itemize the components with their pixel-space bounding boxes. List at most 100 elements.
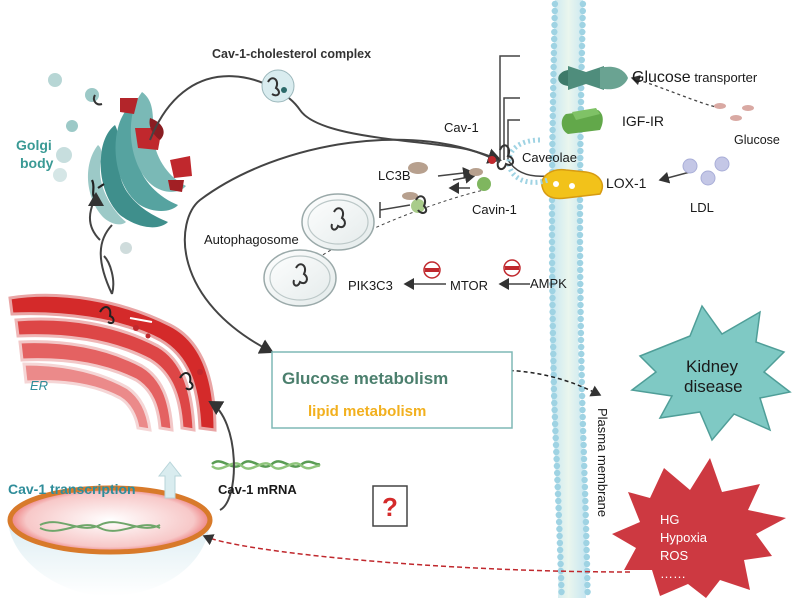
membrane-bead [583, 539, 590, 547]
stress-label-hypoxia: Hypoxia [660, 530, 708, 545]
membrane-bead [583, 560, 591, 568]
membrane-bead [556, 532, 563, 540]
membrane-bead [577, 280, 584, 288]
ampk-inhibit-symbol [503, 259, 521, 277]
igf-ir-receptor [561, 108, 603, 134]
membrane-bead [554, 483, 561, 491]
membrane-bead [551, 7, 558, 15]
membrane-bead [576, 217, 584, 225]
membrane-bead [580, 455, 588, 463]
membrane-bead [553, 455, 560, 463]
question-box [372, 485, 408, 527]
membrane-bead [577, 301, 584, 309]
cav1-mrna-label: Cav-1 mRNA [218, 482, 297, 497]
pik3c3-label: PIK3C3 [348, 278, 393, 293]
membrane-bead [578, 392, 586, 400]
membrane-bead [556, 539, 564, 547]
membrane-bead [580, 448, 587, 456]
membrane-bead [579, 35, 586, 43]
membrane-bead [581, 469, 588, 477]
membrane-bead [580, 434, 587, 442]
membrane-bead [548, 203, 556, 211]
membrane-bead [550, 392, 558, 400]
membrane-bead [578, 63, 585, 71]
golgi-label-2: body [20, 155, 54, 171]
golgi-apparatus [48, 73, 192, 254]
membrane-bead [579, 406, 586, 414]
membrane-bead [548, 238, 556, 246]
membrane-bead [551, 28, 558, 36]
mtor-inhibit-symbol [423, 261, 441, 279]
membrane-bead [576, 210, 584, 218]
membrane-bead [579, 7, 586, 15]
endoplasmic-reticulum [8, 293, 217, 432]
membrane-bead [549, 287, 556, 295]
membrane-bead [576, 252, 584, 260]
membrane-bead [579, 399, 586, 407]
ampk-label: AMPK [530, 276, 567, 291]
membrane-bead [557, 574, 565, 582]
membrane-bead [550, 77, 557, 85]
cavin-1-protein [477, 177, 491, 191]
membrane-bead [577, 315, 584, 323]
membrane-bead [548, 245, 556, 253]
igf-ir-label: IGF-IR [622, 113, 664, 129]
er-label: ER [30, 378, 48, 393]
membrane-bead [584, 588, 591, 596]
membrane-bead [549, 280, 556, 288]
membrane-bead [549, 294, 556, 302]
kidney-label-2: disease [684, 377, 743, 396]
membrane-bead [549, 329, 557, 337]
membrane-bead [581, 483, 589, 491]
glucose-transporter-label-main: Glucose [632, 69, 691, 86]
cav1-label: Cav-1 [444, 120, 479, 135]
membrane-bead [550, 357, 557, 365]
golgi-label-1: Golgi [16, 137, 52, 153]
membrane-bead [582, 497, 589, 505]
caveolae-label: Caveolae [522, 150, 577, 165]
caveolae-invagination [506, 137, 549, 185]
lipid-metabolism-label: lipid metabolism [308, 403, 426, 420]
membrane-bead [549, 147, 556, 155]
membrane-bead [550, 385, 558, 393]
glucose-metabolism-label: Glucose metabolism [282, 369, 448, 388]
membrane-bead [555, 497, 562, 505]
cav1-cholesterol-vesicle [261, 69, 295, 103]
membrane-bead [548, 259, 556, 267]
membrane-bead [549, 161, 556, 169]
membrane-bead [576, 238, 584, 246]
membrane-bead [552, 434, 559, 442]
mtor-label: MTOR [450, 278, 488, 293]
membrane-bead [578, 56, 585, 64]
ldl-particles [682, 156, 730, 186]
membrane-bead [554, 469, 561, 477]
membrane-bead [550, 364, 557, 372]
membrane-bead [577, 147, 584, 155]
membrane-bead [577, 287, 584, 295]
membrane-bead [548, 252, 556, 260]
plasma-membrane [548, 0, 591, 598]
membrane-bead [580, 441, 587, 449]
membrane-bead [549, 266, 556, 274]
membrane-bead [578, 364, 585, 372]
membrane-bead [556, 546, 564, 554]
cav1-transcription-label: Cav-1 transcription [8, 481, 136, 497]
membrane-bead [550, 63, 557, 71]
glucose-label: Glucose [734, 133, 780, 147]
membrane-bead [551, 420, 559, 428]
membrane-bead [550, 378, 557, 386]
membrane-bead [549, 91, 557, 99]
autophagosome-2 [263, 249, 337, 307]
membrane-bead [550, 350, 557, 358]
membrane-bead [549, 308, 556, 316]
glucose-molecules [714, 103, 754, 121]
membrane-bead [558, 581, 565, 589]
membrane-bead [555, 518, 563, 526]
membrane-bead [549, 315, 556, 323]
membrane-bead [578, 378, 585, 386]
membrane-bead [576, 245, 584, 253]
membrane-bead [579, 413, 586, 421]
membrane-bead [577, 322, 584, 330]
